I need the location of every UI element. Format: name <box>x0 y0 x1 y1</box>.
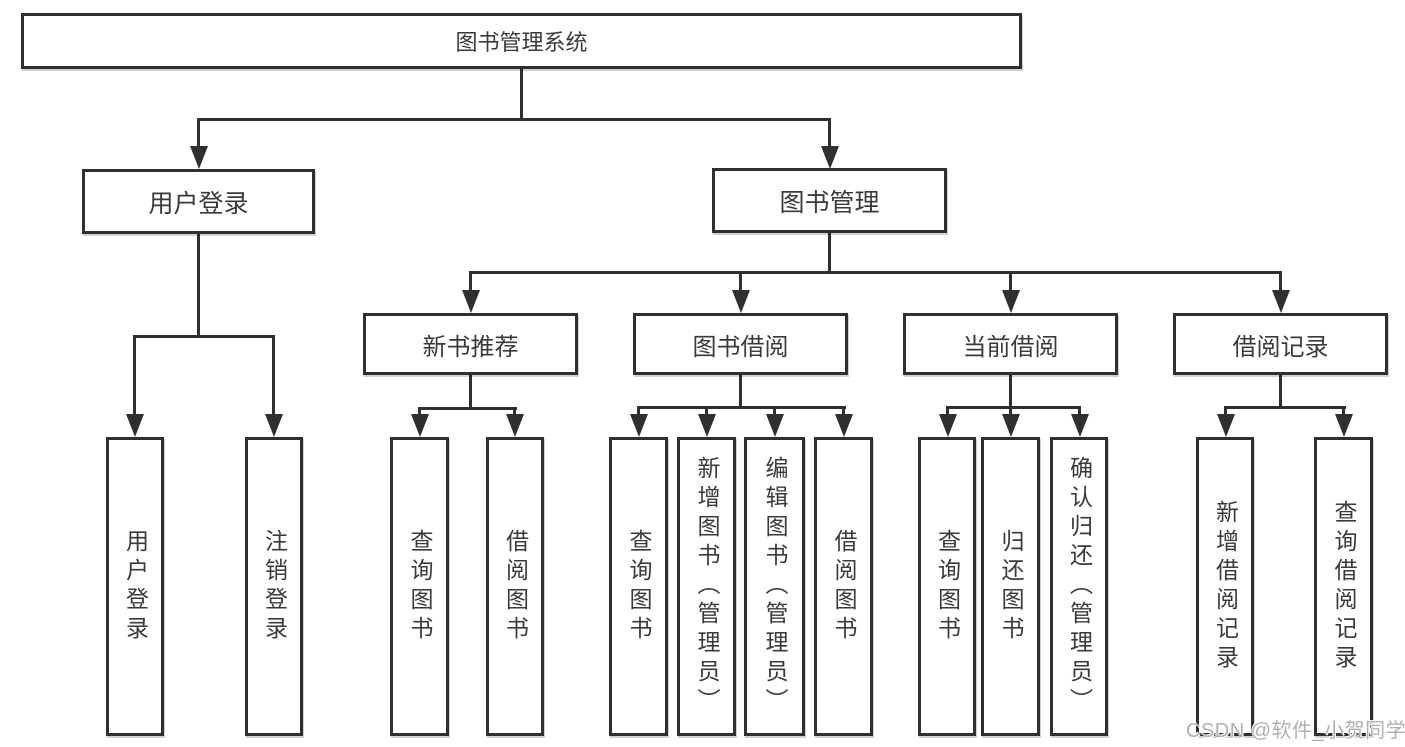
connector-drop-leaf-user-login <box>133 338 136 415</box>
leaf-add-books-admin-label: 新增图书（管理员） <box>694 456 720 717</box>
leaf-borrow-books: 借阅图书 <box>814 437 873 736</box>
arrow-down-icon <box>1272 290 1290 313</box>
node-book-borrow: 图书借阅 <box>633 313 848 375</box>
arrow-down-icon <box>766 414 784 437</box>
arrow-down-icon <box>190 146 208 169</box>
leaf-return-books-label: 归还图书 <box>998 528 1024 645</box>
connector-drop <box>637 409 640 415</box>
leaf-recommend-borrow-books: 借阅图书 <box>486 437 544 736</box>
node-user-login: 用户登录 <box>82 169 315 234</box>
connector-borrow-records-bar <box>1224 406 1346 409</box>
leaf-user-login-label: 用户登录 <box>122 528 149 645</box>
connector-drop-leaf-logout <box>272 338 275 415</box>
arrow-down-icon <box>939 414 957 437</box>
leaf-return-books: 归还图书 <box>981 437 1040 736</box>
leaf-add-books-admin: 新增图书（管理员） <box>677 437 736 736</box>
connector-drop-book-management <box>828 121 831 148</box>
leaf-logout: 注销登录 <box>245 437 303 736</box>
leaf-edit-books-admin: 编辑图书（管理员） <box>744 437 805 736</box>
connector-user-login-bar <box>133 335 275 338</box>
connector-drop <box>1342 409 1345 415</box>
connector-drop <box>773 409 776 415</box>
connector-borrow-records-stem <box>1279 375 1282 406</box>
connector-drop-new-book-recommend <box>469 274 472 291</box>
arrow-down-icon <box>1002 414 1020 437</box>
leaf-recommend-query-books: 查询图书 <box>390 437 449 736</box>
leaf-edit-books-admin-label: 编辑图书（管理员） <box>762 456 788 717</box>
connector-drop-book-borrow <box>739 274 742 291</box>
leaf-borrow-query-books: 查询图书 <box>609 437 668 736</box>
connector-book-borrow-bar <box>637 406 846 409</box>
connector-root-stem <box>520 69 523 118</box>
leaf-add-borrow-record: 新增借阅记录 <box>1196 437 1254 736</box>
leaf-borrow-query-books-label: 查询图书 <box>626 528 652 645</box>
node-root-label: 图书管理系统 <box>455 30 588 55</box>
leaf-borrow-books-label: 借阅图书 <box>831 528 857 645</box>
connector-book-management-bar <box>469 271 1282 274</box>
connector-drop <box>513 410 516 415</box>
leaf-confirm-return-admin-label: 确认归还（管理员） <box>1066 456 1093 717</box>
node-root: 图书管理系统 <box>21 13 1022 69</box>
arrow-down-icon <box>821 146 839 169</box>
connector-book-management-stem <box>828 233 831 271</box>
arrow-down-icon <box>732 290 750 313</box>
connector-root-bar <box>197 118 831 121</box>
connector-drop-current-borrow <box>1009 274 1012 291</box>
node-current-borrow-label: 当前借阅 <box>962 333 1059 361</box>
node-book-management-label: 图书管理 <box>779 188 880 217</box>
node-user-login-label: 用户登录 <box>148 189 249 218</box>
arrow-down-icon <box>462 290 480 313</box>
leaf-recommend-query-books-label: 查询图书 <box>407 528 433 645</box>
arrow-down-icon <box>1217 414 1235 437</box>
connector-drop <box>418 410 421 415</box>
arrow-down-icon <box>1002 290 1020 313</box>
connector-drop <box>705 409 708 415</box>
arrow-down-icon <box>835 414 853 437</box>
connector-drop <box>842 409 845 415</box>
node-borrow-records-label: 借阅记录 <box>1232 333 1329 361</box>
leaf-current-query-books: 查询图书 <box>918 437 976 736</box>
node-current-borrow: 当前借阅 <box>903 313 1118 375</box>
leaf-user-login: 用户登录 <box>106 437 164 736</box>
connector-drop <box>1224 409 1227 415</box>
arrow-down-icon <box>411 414 429 437</box>
connector-drop-borrow-records <box>1279 274 1282 291</box>
node-book-borrow-label: 图书借阅 <box>692 333 789 361</box>
arrow-down-icon <box>1071 414 1089 437</box>
connector-drop <box>946 409 949 415</box>
connector-drop-user-login <box>197 121 200 148</box>
arrow-down-icon <box>698 414 716 437</box>
leaf-query-borrow-record-label: 查询借阅记录 <box>1331 499 1357 674</box>
node-new-book-recommend: 新书推荐 <box>363 313 578 375</box>
connector-current-borrow-bar <box>946 406 1081 409</box>
leaf-add-borrow-record-label: 新增借阅记录 <box>1212 499 1239 674</box>
arrow-down-icon <box>265 414 283 437</box>
connector-user-login-stem <box>197 234 200 335</box>
csdn-watermark: CSDN @软件_小贺同学 <box>1186 720 1405 742</box>
leaf-current-query-books-label: 查询图书 <box>934 528 961 645</box>
connector-recommend-bar <box>418 407 517 410</box>
arrow-down-icon <box>506 414 524 437</box>
arrow-down-icon <box>630 414 648 437</box>
connector-recommend-stem <box>469 375 472 407</box>
node-new-book-recommend-label: 新书推荐 <box>422 333 519 361</box>
connector-current-borrow-stem <box>1009 375 1012 406</box>
leaf-confirm-return-admin: 确认归还（管理员） <box>1050 437 1108 736</box>
leaf-logout-label: 注销登录 <box>261 528 288 645</box>
node-book-management: 图书管理 <box>712 168 947 233</box>
leaf-query-borrow-record: 查询借阅记录 <box>1314 437 1373 736</box>
arrow-down-icon <box>1335 414 1353 437</box>
connector-drop <box>1078 409 1081 415</box>
leaf-recommend-borrow-books-label: 借阅图书 <box>502 528 529 645</box>
arrow-down-icon <box>126 414 144 437</box>
connector-book-borrow-stem <box>739 375 742 406</box>
connector-drop <box>1009 409 1012 415</box>
node-borrow-records: 借阅记录 <box>1173 313 1388 375</box>
